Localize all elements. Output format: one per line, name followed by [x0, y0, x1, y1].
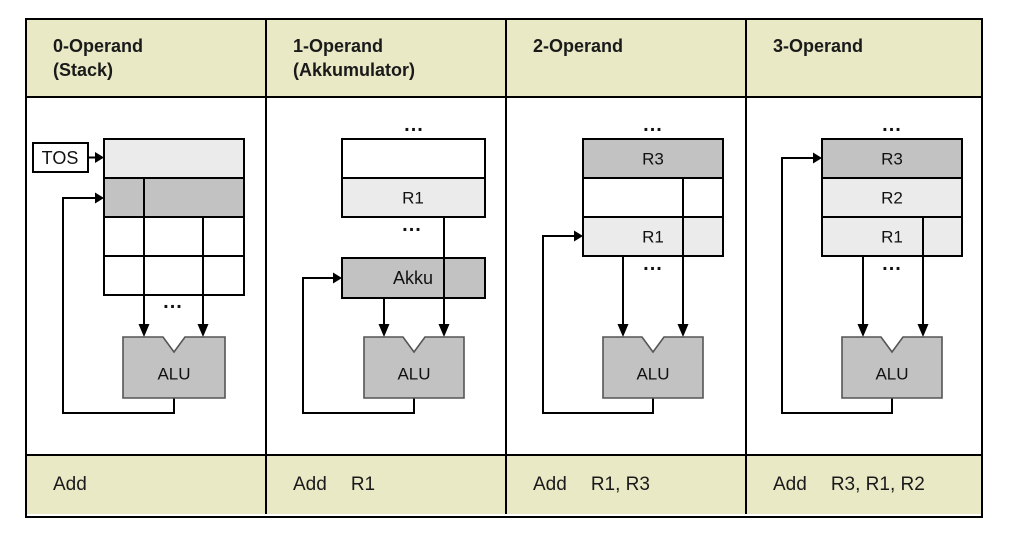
register-r1-label: R1	[881, 228, 903, 247]
ellipsis-label: ...	[882, 253, 902, 275]
diagram-cell-3-operand: ... R3 R2 R1 ... ALU	[745, 98, 985, 454]
tos-label: TOS	[42, 148, 79, 168]
diagram-cell-stack: TOS ... ALU	[27, 98, 265, 454]
register-r2-label: R2	[881, 189, 903, 208]
feedback-arrowhead-icon	[574, 230, 583, 242]
stack-architecture-diagram: TOS ... ALU	[32, 138, 245, 414]
bus-arrowhead-icon	[857, 324, 869, 337]
header-line1: 3-Operand	[773, 36, 864, 56]
alu-shape	[363, 336, 465, 399]
bus-arrowhead-icon	[197, 324, 209, 337]
feedback-arrowhead-icon	[333, 272, 342, 284]
instruction-operands: R1, R3	[590, 474, 650, 495]
instruction-mnemonic: Add	[533, 474, 567, 495]
diagram-cell-2-operand: ... R3 R1 ... ALU	[505, 98, 745, 454]
result-feedback-path	[302, 277, 415, 414]
header-cell-3-operand: 3-Operand	[745, 20, 981, 96]
register-cell-empty	[582, 177, 724, 218]
stack-cell-2	[103, 177, 245, 218]
alu-shape	[602, 336, 704, 399]
instruction-cell-stack: Add	[27, 456, 265, 514]
diagram-cell-akkumulator: ... R1 ... Akku ALU	[265, 98, 505, 454]
feedback-arrowhead-icon	[813, 152, 822, 164]
register-r2	[821, 177, 963, 218]
alu-shape	[841, 336, 943, 399]
register-r1-label: R1	[402, 189, 424, 208]
header-row: 0-Operand (Stack) 1-Operand (Akkumulator…	[27, 20, 981, 98]
two-operand-architecture-diagram: ... R3 R1 ... ALU	[542, 114, 724, 414]
ellipsis-label: ...	[643, 114, 663, 136]
header-line1: 0-Operand	[53, 36, 144, 56]
register-r1	[821, 216, 963, 257]
instruction-cell-2-operand: Add R1, R3	[505, 456, 745, 514]
akku-label: Akku	[393, 268, 433, 288]
operand-architecture-table: 0-Operand (Stack) 1-Operand (Akkumulator…	[25, 18, 983, 518]
instruction-operands: R1	[350, 474, 376, 495]
ellipsis-label: ...	[402, 214, 422, 236]
stack-cell-4	[103, 255, 245, 296]
akku-box	[341, 257, 486, 299]
feedback-arrowhead-icon	[95, 192, 104, 204]
alu-shape	[122, 336, 226, 399]
instruction-cell-akkumulator: Add R1	[265, 456, 505, 514]
header-line1: 2-Operand	[533, 36, 624, 56]
result-feedback-path	[62, 197, 175, 414]
ellipsis-label: ...	[404, 114, 424, 136]
header-line2: (Stack)	[53, 60, 114, 80]
ellipsis-label: ...	[643, 253, 663, 275]
stack-cell-3	[103, 216, 245, 257]
bus-arrowhead-icon	[378, 324, 390, 337]
header-cell-1-operand: 1-Operand (Akkumulator)	[265, 20, 505, 96]
result-feedback-path	[542, 235, 654, 414]
alu-label: ALU	[636, 365, 669, 384]
header-cell-0-operand: 0-Operand (Stack)	[27, 20, 265, 96]
akkumulator-architecture-diagram: ... R1 ... Akku ALU	[302, 114, 486, 414]
alu-label: ALU	[875, 365, 908, 384]
instruction-operands: R3, R1, R2	[830, 474, 925, 495]
instruction-row: Add Add R1 Add R1, R3 Add R3, R1, R2	[27, 454, 981, 514]
instruction-mnemonic: Add	[293, 474, 327, 495]
bus-arrowhead-icon	[917, 324, 929, 337]
bus-arrowhead-icon	[138, 324, 150, 337]
ellipsis-label: ...	[163, 291, 183, 313]
tos-arrowhead-icon	[95, 152, 104, 163]
header-line2: (Akkumulator)	[293, 60, 416, 80]
alu-label: ALU	[157, 365, 190, 384]
instruction-mnemonic: Add	[773, 474, 807, 495]
result-feedback-path	[781, 157, 893, 414]
register-r1	[582, 216, 724, 257]
ellipsis-label: ...	[882, 114, 902, 136]
instruction-mnemonic: Add	[53, 474, 87, 495]
alu-label: ALU	[397, 365, 430, 384]
bus-arrowhead-icon	[438, 324, 450, 337]
diagram-row: TOS ... ALU	[27, 98, 981, 454]
register-r1	[341, 177, 486, 218]
bus-arrowhead-icon	[617, 324, 629, 337]
header-line1: 1-Operand	[293, 36, 384, 56]
instruction-cell-3-operand: Add R3, R1, R2	[745, 456, 981, 514]
header-cell-2-operand: 2-Operand	[505, 20, 745, 96]
register-r1-label: R1	[642, 228, 664, 247]
three-operand-architecture-diagram: ... R3 R2 R1 ... ALU	[781, 114, 963, 414]
register-cell-empty	[341, 138, 486, 179]
register-r3-label: R3	[642, 150, 664, 169]
bus-arrowhead-icon	[677, 324, 689, 337]
stack-cell-tos	[103, 138, 245, 179]
register-r3-label: R3	[881, 150, 903, 169]
